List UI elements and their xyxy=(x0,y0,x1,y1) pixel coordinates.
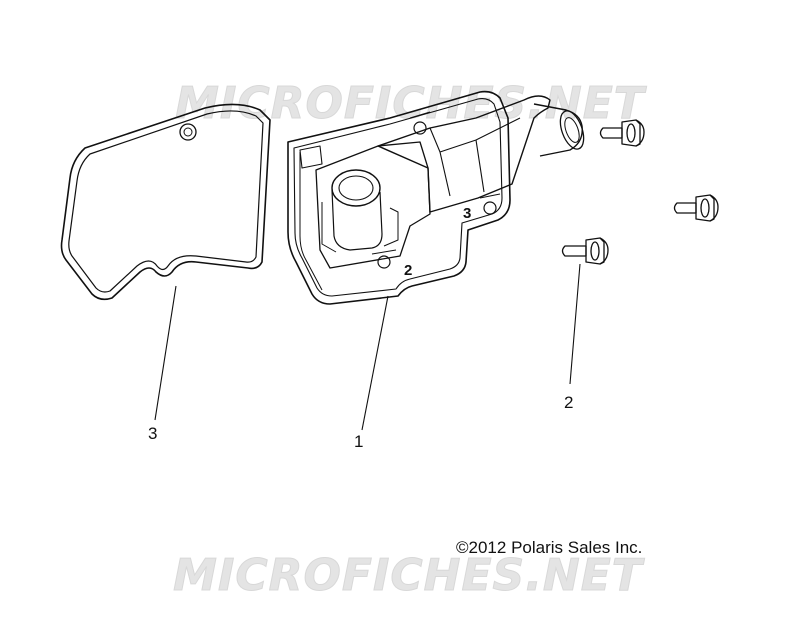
leader-cover xyxy=(361,295,389,431)
cover-bolt-boss-1 xyxy=(413,121,427,135)
cover-bolt-boss-3 xyxy=(377,255,391,269)
copyright-notice: ©2012 Polaris Sales Inc. xyxy=(456,538,642,557)
gasket-bolt-hole xyxy=(179,123,197,141)
callout-bolt: 2 xyxy=(564,393,573,412)
watermark-bottom: MICROFICHES.NET xyxy=(173,550,645,601)
callout-cover: 1 xyxy=(354,432,363,451)
cover-marking-gasket: 3 xyxy=(463,205,471,222)
watermark-top: MICROFICHES.NET xyxy=(175,78,647,129)
cover-part xyxy=(287,90,585,305)
bolt-part-2 xyxy=(673,194,719,222)
callout-gasket: 3 xyxy=(148,424,157,443)
cover-bolt-boss-2 xyxy=(483,201,497,215)
bolt-part-3 xyxy=(561,237,609,265)
gasket-part xyxy=(60,103,271,301)
leader-lines xyxy=(154,263,581,431)
leader-gasket xyxy=(154,285,177,421)
leader-bolt xyxy=(569,263,581,385)
cover-port xyxy=(331,169,381,207)
cover-marking-bolt: 2 xyxy=(404,262,412,279)
bolt-part-1 xyxy=(599,119,645,147)
